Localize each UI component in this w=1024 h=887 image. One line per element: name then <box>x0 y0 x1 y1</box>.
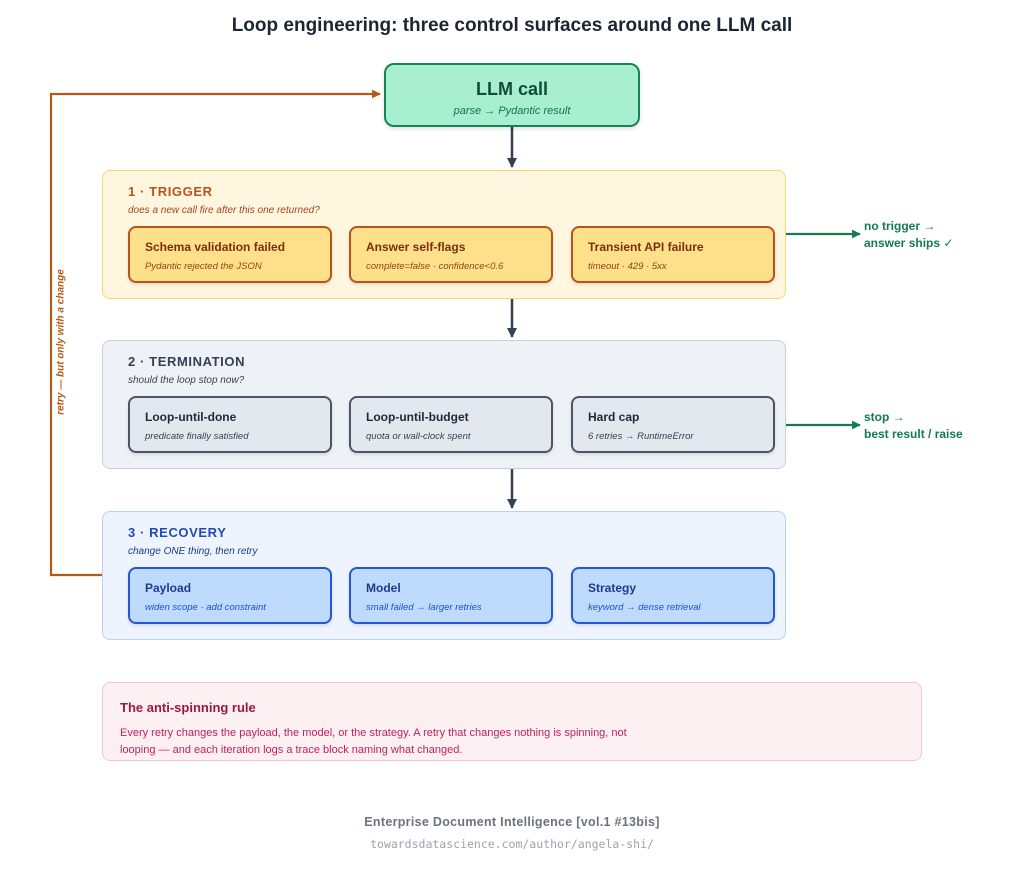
trigger-card-schema: Schema validation failed Pydantic reject… <box>128 226 332 283</box>
card-title: Answer self-flags <box>366 240 466 254</box>
card-subtitle: widen scope · add constraint <box>145 602 266 613</box>
card-subtitle: quota or wall-clock spent <box>366 431 471 442</box>
trigger-panel: 1 · TRIGGER does a new call fire after t… <box>102 170 786 299</box>
termination-exit-label: stop → best result / raise <box>864 409 963 443</box>
llm-call-subtitle: parse → Pydantic result <box>453 105 571 117</box>
trigger-heading: 1 · TRIGGER <box>128 184 213 199</box>
retry-loop-arrow <box>49 89 381 577</box>
footer-url: towardsdatascience.com/author/angela-shi… <box>370 837 654 851</box>
llm-call-box: LLM call parse → Pydantic result <box>384 63 640 127</box>
trigger-exit-line2: answer ships ✓ <box>864 236 954 250</box>
card-title: Strategy <box>588 581 637 595</box>
card-subtitle: 6 retries → RuntimeError <box>588 431 694 442</box>
card-subtitle: complete=false · confidence<0.6 <box>366 261 504 272</box>
termination-exit-line2: best result / raise <box>864 427 963 441</box>
recovery-heading: 3 · RECOVERY <box>128 525 227 540</box>
trigger-card-api-failure: Transient API failure timeout · 429 · 5x… <box>571 226 775 283</box>
card-subtitle: predicate finally satisfied <box>145 431 249 442</box>
footer-series: Enterprise Document Intelligence [vol.1 … <box>364 815 660 829</box>
card-subtitle: Pydantic rejected the JSON <box>145 261 262 272</box>
llm-call-title: LLM call <box>475 79 548 99</box>
card-subtitle: small failed → larger retries <box>366 602 482 613</box>
recovery-subtitle: change ONE thing, then retry <box>128 546 258 557</box>
card-title: Payload <box>145 581 192 595</box>
card-subtitle: keyword → dense retrieval <box>588 602 701 613</box>
anti-spinning-rule-box: The anti-spinning rule Every retry chang… <box>102 682 922 761</box>
trigger-subtitle: does a new call fire after this one retu… <box>128 205 320 216</box>
recovery-card-strategy: Strategy keyword → dense retrieval <box>571 567 775 624</box>
card-title: Hard cap <box>588 410 640 424</box>
card-title: Model <box>366 581 401 595</box>
termination-card-until-budget: Loop-until-budget quota or wall-clock sp… <box>349 396 553 453</box>
termination-panel: 2 · TERMINATION should the loop stop now… <box>102 340 786 469</box>
termination-card-until-done: Loop-until-done predicate finally satisf… <box>128 396 332 453</box>
termination-card-hard-cap: Hard cap 6 retries → RuntimeError <box>571 396 775 453</box>
termination-subtitle: should the loop stop now? <box>128 375 245 386</box>
termination-heading: 2 · TERMINATION <box>128 354 246 369</box>
diagram-title: Loop engineering: three control surfaces… <box>231 15 793 36</box>
card-title: Loop-until-done <box>145 410 237 424</box>
card-title: Schema validation failed <box>145 240 286 254</box>
trigger-card-self-flags: Answer self-flags complete=false · confi… <box>349 226 553 283</box>
card-title: Loop-until-budget <box>366 410 469 424</box>
termination-exit-line1: stop → <box>864 410 905 424</box>
trigger-exit-line1: no trigger → <box>864 219 936 233</box>
card-subtitle: timeout · 429 · 5xx <box>588 261 667 272</box>
rule-title: The anti-spinning rule <box>120 700 256 715</box>
recovery-card-model: Model small failed → larger retries <box>349 567 553 624</box>
card-title: Transient API failure <box>588 240 704 254</box>
recovery-panel: 3 · RECOVERY change ONE thing, then retr… <box>102 511 786 640</box>
retry-loop-label: retry — but only with a change <box>55 269 67 415</box>
rule-text: Every retry changes the payload, the mod… <box>120 727 627 756</box>
trigger-exit-label: no trigger → answer ships ✓ <box>864 218 953 252</box>
recovery-card-payload: Payload widen scope · add constraint <box>128 567 332 624</box>
